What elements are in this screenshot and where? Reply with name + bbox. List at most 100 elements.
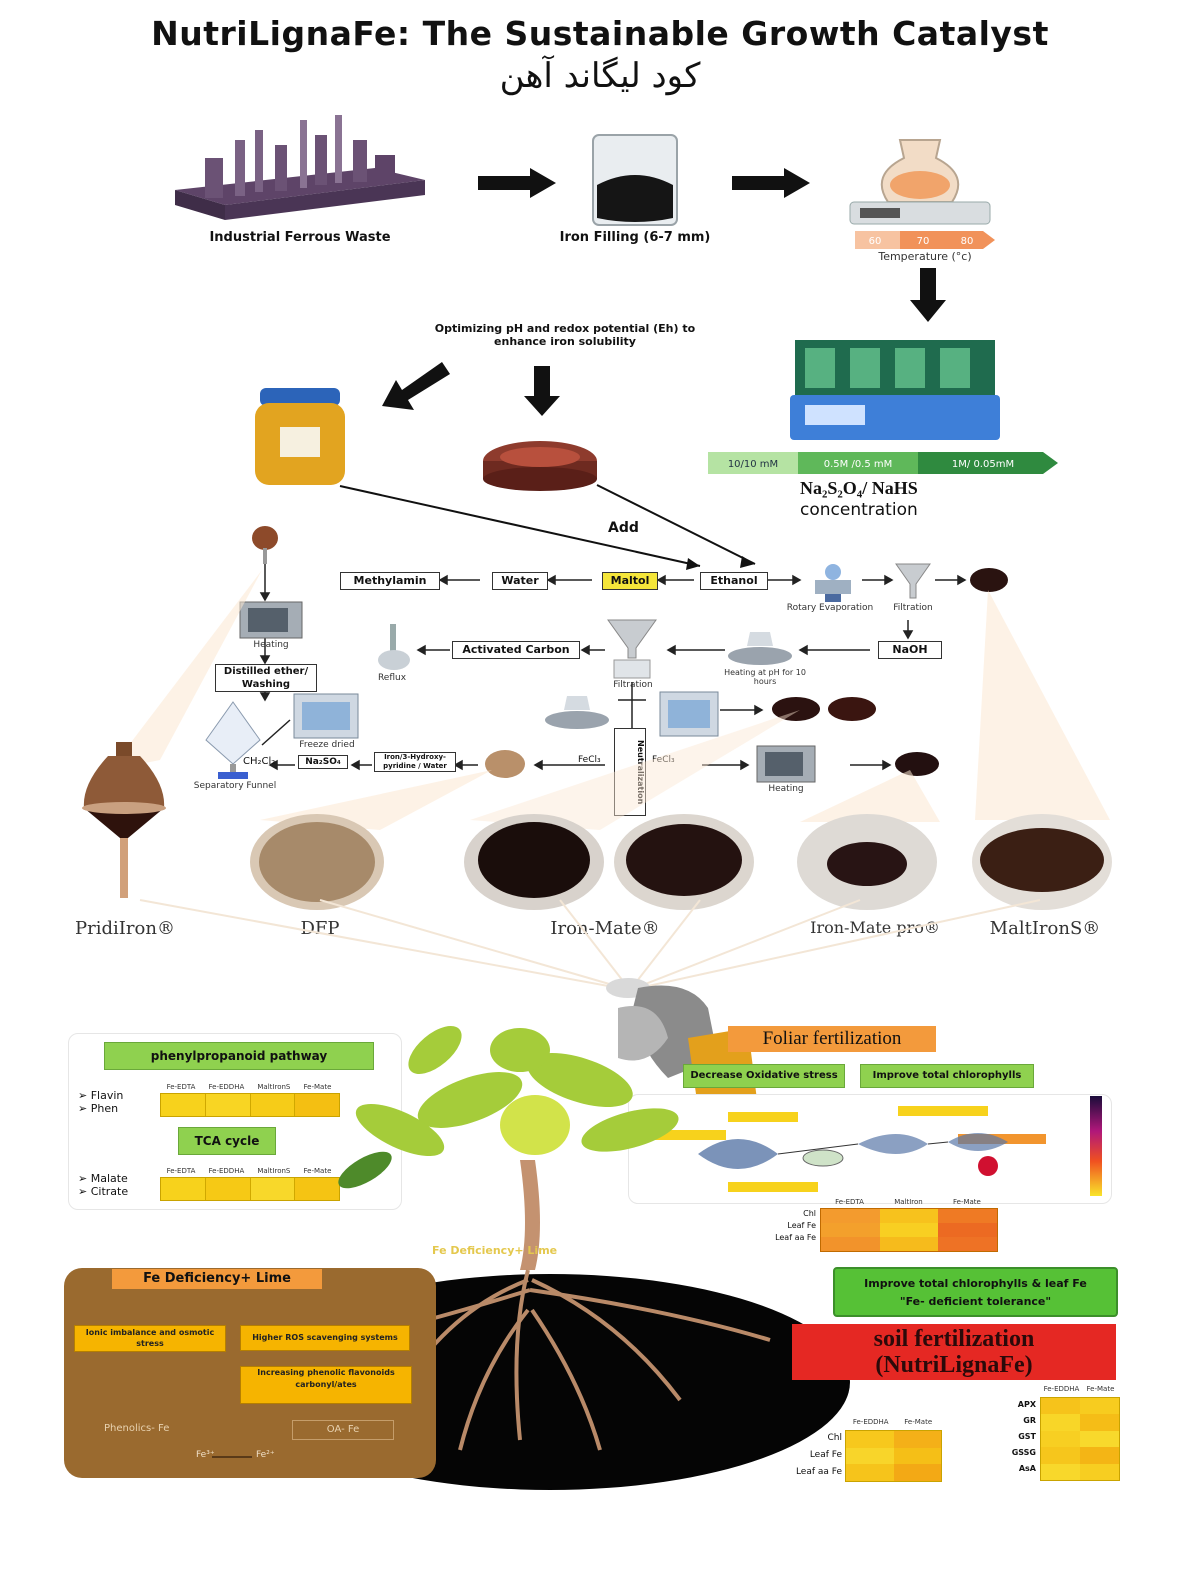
decrease-oxidative-stress-box: Decrease Oxidative stress <box>683 1064 845 1088</box>
label-heating-ph: Heating at pH for 10 hours <box>724 668 806 686</box>
temp-value: 60 <box>869 236 882 247</box>
filtration-funnel-icon <box>895 563 931 599</box>
label-ch2cl2: CH₂Cl₂ <box>243 756 276 767</box>
freeze-dryer-icon <box>293 693 359 739</box>
col-label: Fe-EDDHA <box>208 1167 245 1175</box>
col-label: Fe-EDDHA <box>852 1418 889 1426</box>
tca-items: ➢ Malate ➢ Citrate <box>78 1172 129 1198</box>
row-label: GR <box>1023 1416 1036 1425</box>
oven-icon <box>756 745 816 783</box>
heatmap-phenyl <box>160 1093 340 1117</box>
box-water: Water <box>492 572 548 590</box>
label-fecl3-b: FeCl₃ <box>652 755 675 765</box>
right-heat-cols: Fe-EDDHA Fe-Mate <box>1040 1385 1118 1393</box>
arrow-down-left-icon <box>382 362 450 410</box>
pathway-cols-tca: Fe-EDTA Fe-EDDHA MaltIronS Fe-Mate <box>160 1167 338 1175</box>
heating-scale-icon <box>849 139 991 225</box>
product-pellet-icon <box>970 568 1008 592</box>
conc-value: 10/10 mM <box>728 459 778 470</box>
pathway-cols: Fe-EDTA Fe-EDDHA MaltIronS Fe-Mate <box>160 1083 338 1091</box>
separatory-funnel-small-icon <box>252 526 278 564</box>
conc-formula: Na₂S₂O₄/ NaHS <box>800 478 918 498</box>
heating-plate-icon <box>728 632 792 665</box>
highlight-rays <box>110 570 1110 830</box>
soil-title-1: soil fertilization <box>873 1326 1035 1352</box>
label-rotary: Rotary Evaporation <box>786 603 874 613</box>
small-heat-cols: Fe-EDDHA Fe-Mate <box>845 1418 940 1426</box>
arrow-down-icon <box>524 366 560 416</box>
iron-mate-pellets-icon <box>772 697 876 721</box>
temp-value: 80 <box>961 236 974 247</box>
freeze-dryer-icon <box>659 691 719 737</box>
col-label: Fe-Mate <box>953 1198 981 1206</box>
row-label: Leaf Fe <box>787 1221 816 1230</box>
factory-icon <box>175 115 425 220</box>
phenylpropanoid-pathway-label: phenylpropanoid pathway <box>104 1042 374 1070</box>
mid-heat-cols: Fe-EDTA MaltIron Fe-Mate <box>820 1198 996 1206</box>
row-label: AsA <box>1018 1464 1036 1473</box>
col-label: Fe-Mate <box>303 1083 332 1091</box>
box-distilled-washing: Distilled ether/ Washing <box>215 664 317 692</box>
heatmap-color-scale <box>1090 1096 1102 1196</box>
arrow-right-icon <box>732 168 810 198</box>
box-ethanol: Ethanol <box>700 572 768 590</box>
conc-value: 1M/ 0.05mM <box>952 459 1014 470</box>
spray-rays <box>139 899 1041 991</box>
heatmap-soil-small <box>845 1430 942 1482</box>
temperature-label: Temperature (°c) <box>878 250 972 263</box>
petri-dish-icon <box>483 441 597 491</box>
fe3-label: Fe³⁺ <box>196 1450 215 1460</box>
box-methylamin: Methylamin <box>340 572 440 590</box>
improve-leaf-fe-box: Improve total chlorophylls & leaf Fe "Fe… <box>833 1267 1118 1317</box>
row-label: Leaf Fe <box>809 1450 842 1460</box>
box-activated-carbon: Activated Carbon <box>452 641 580 659</box>
col-label: Fe-EDTA <box>166 1167 196 1175</box>
row-label: Chl <box>827 1433 843 1443</box>
add-arrows <box>339 484 756 570</box>
box-maltol: Maltol <box>602 572 658 590</box>
step-industrial-waste: Industrial Ferrous Waste <box>209 230 391 245</box>
heatmap-middle <box>820 1208 998 1252</box>
fe2-label: Fe²⁺ <box>256 1450 275 1460</box>
step-iron-filling: Iron Filling (6-7 mm) <box>559 230 711 245</box>
temperature-gradient-bar: 60 70 80 <box>855 231 995 249</box>
heatmap-soil-right <box>1040 1397 1120 1481</box>
filtration-funnel-icon <box>607 619 657 679</box>
iron-mate-product-photo-2 <box>614 814 754 910</box>
conc-value: 0.5M /0.5 mM <box>824 459 893 470</box>
reflux-apparatus-icon <box>378 624 410 670</box>
product-name-iron-mate-pro: Iron-Mate pro® <box>810 918 940 937</box>
label-reflux: Reflux <box>377 673 407 683</box>
right-heat-rows: APX GR GST GSSG AsA <box>980 1397 1036 1477</box>
box-naoh: NaOH <box>878 641 942 659</box>
optimizing-note: Optimizing pH and redox potential (Eh) t… <box>434 322 696 348</box>
label-freeze-dried: Freeze dried <box>299 740 355 750</box>
col-label: Fe-EDDHA <box>1043 1385 1080 1393</box>
row-label: GSSG <box>1011 1448 1036 1457</box>
col-label: MaltIron <box>894 1198 923 1206</box>
soil-fertilization-box: soil fertilization (NutriLignaFe) <box>792 1324 1116 1380</box>
col-label: Fe-Mate <box>1086 1385 1115 1393</box>
iron-mate-product-photo <box>464 814 604 910</box>
product-name-maltirons: MaltIronS® <box>989 918 1101 939</box>
fe-deficiency-center-label: Fe Deficiency+ Lime <box>432 1244 558 1257</box>
pathway-item: Flavin <box>90 1089 124 1102</box>
dfp-product-photo <box>250 814 384 910</box>
spray-bottle-hand-icon <box>606 978 758 1108</box>
row-label: APX <box>1017 1400 1036 1409</box>
improve-chlorophylls-box: Improve total chlorophylls <box>860 1064 1034 1088</box>
oa-fe-label: OA- Fe <box>292 1420 394 1440</box>
tolerance-text: "Fe- deficient tolerance" <box>899 1295 1052 1308</box>
col-label: MaltIronS <box>257 1167 291 1175</box>
shaker-incubator-icon <box>790 340 1000 440</box>
page-subtitle-persian: کود لیگاند آهن <box>499 56 701 96</box>
label-separatory: Separatory Funnel <box>193 781 277 791</box>
tca-cycle-label: TCA cycle <box>178 1127 276 1155</box>
heatmap-tca <box>160 1177 340 1201</box>
row-label: GST <box>1018 1432 1036 1441</box>
fe-ratio-line <box>212 1456 252 1458</box>
dfp-pellet-icon <box>485 750 525 778</box>
col-label: Fe-EDTA <box>166 1083 196 1091</box>
maltirons-product-photo <box>972 814 1112 910</box>
box-neutralization: Neutralization <box>614 728 646 816</box>
